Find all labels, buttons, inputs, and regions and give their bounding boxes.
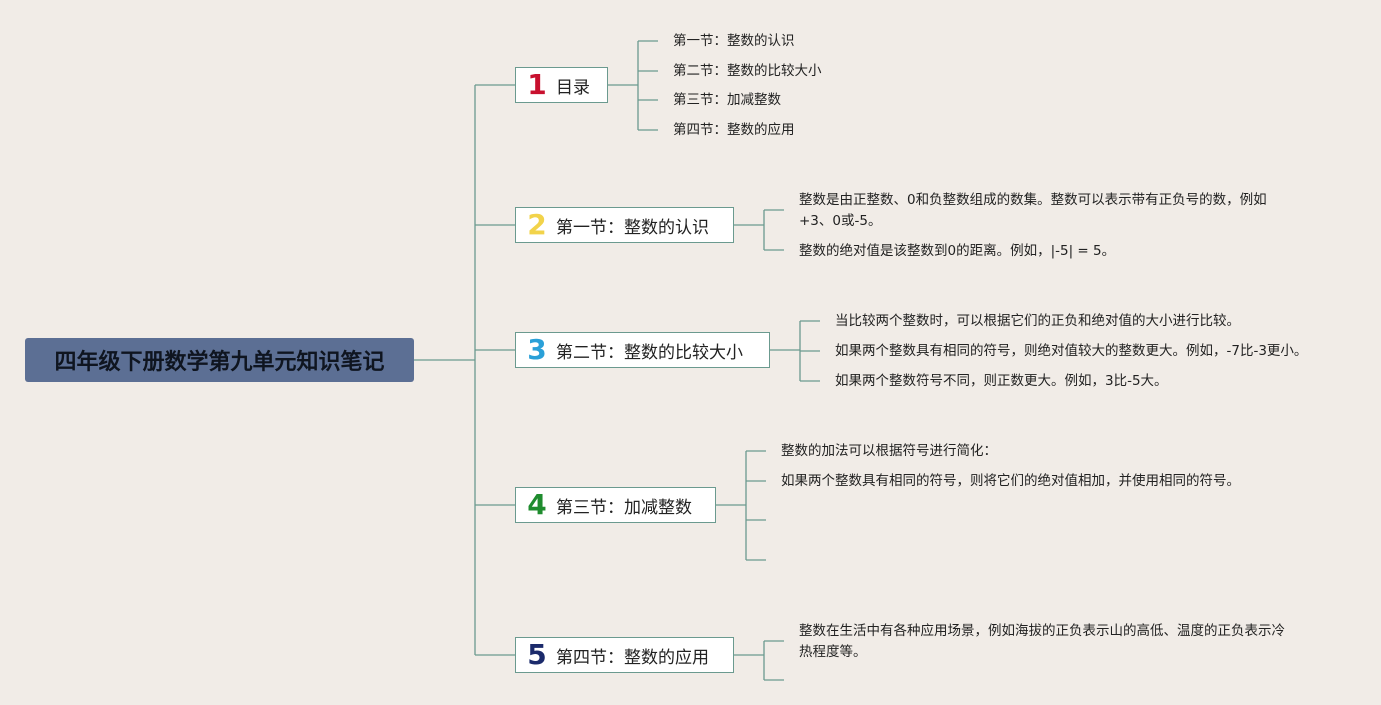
branch-section-4[interactable]: 5 第四节：整数的应用 — [515, 637, 734, 673]
branch-number-2: 2 — [527, 208, 547, 241]
branch-toc[interactable]: 1 目录 — [515, 67, 608, 103]
note-item[interactable]: 整数是由正整数、0和负整数组成的数集。整数可以表示带有正负号的数，例如+3、0或… — [799, 192, 1267, 229]
branch-label: 第四节：整数的应用 — [556, 647, 709, 668]
root-topic[interactable]: 四年级下册数学第九单元知识笔记 — [25, 338, 414, 382]
note-item[interactable]: 如果两个整数具有相同的符号，则将它们的绝对值相加，并使用相同的符号。 — [781, 473, 1240, 489]
note-item[interactable]: 如果两个整数符号不同，则正数更大。例如，3比-5大。 — [835, 373, 1168, 389]
note-item[interactable]: 如果两个整数具有相同的符号，则绝对值较大的整数更大。例如，-7比-3更小。 — [835, 343, 1308, 359]
note-item[interactable]: 整数在生活中有各种应用场景，例如海拔的正负表示山的高低、温度的正负表示冷热程度等… — [799, 623, 1285, 660]
toc-item[interactable]: 第三节：加减整数 — [673, 92, 781, 108]
branch-number-3: 3 — [527, 333, 547, 366]
note-item[interactable]: 整数的加法可以根据符号进行简化： — [781, 443, 997, 459]
branch-label: 第三节：加减整数 — [556, 497, 692, 518]
branch-section-1[interactable]: 2 第一节：整数的认识 — [515, 207, 734, 243]
note-item[interactable]: 当比较两个整数时，可以根据它们的正负和绝对值的大小进行比较。 — [835, 313, 1240, 329]
branch-label: 第一节：整数的认识 — [556, 217, 709, 238]
branch-number-1: 1 — [527, 68, 547, 101]
branch-label: 第二节：整数的比较大小 — [556, 342, 743, 363]
root-title: 四年级下册数学第九单元知识笔记 — [54, 350, 385, 375]
branch-section-3[interactable]: 4 第三节：加减整数 — [515, 487, 716, 523]
toc-item[interactable]: 第四节：整数的应用 — [673, 122, 795, 138]
note-item[interactable]: 整数的绝对值是该整数到0的距离。例如，|-5| = 5。 — [799, 243, 1116, 259]
toc-item[interactable]: 第二节：整数的比较大小 — [673, 63, 822, 79]
toc-item[interactable]: 第一节：整数的认识 — [673, 33, 795, 49]
branch-label: 目录 — [556, 77, 590, 98]
branch-section-2[interactable]: 3 第二节：整数的比较大小 — [515, 332, 770, 368]
branch-number-4: 4 — [527, 488, 547, 521]
branch-number-5: 5 — [527, 638, 547, 671]
